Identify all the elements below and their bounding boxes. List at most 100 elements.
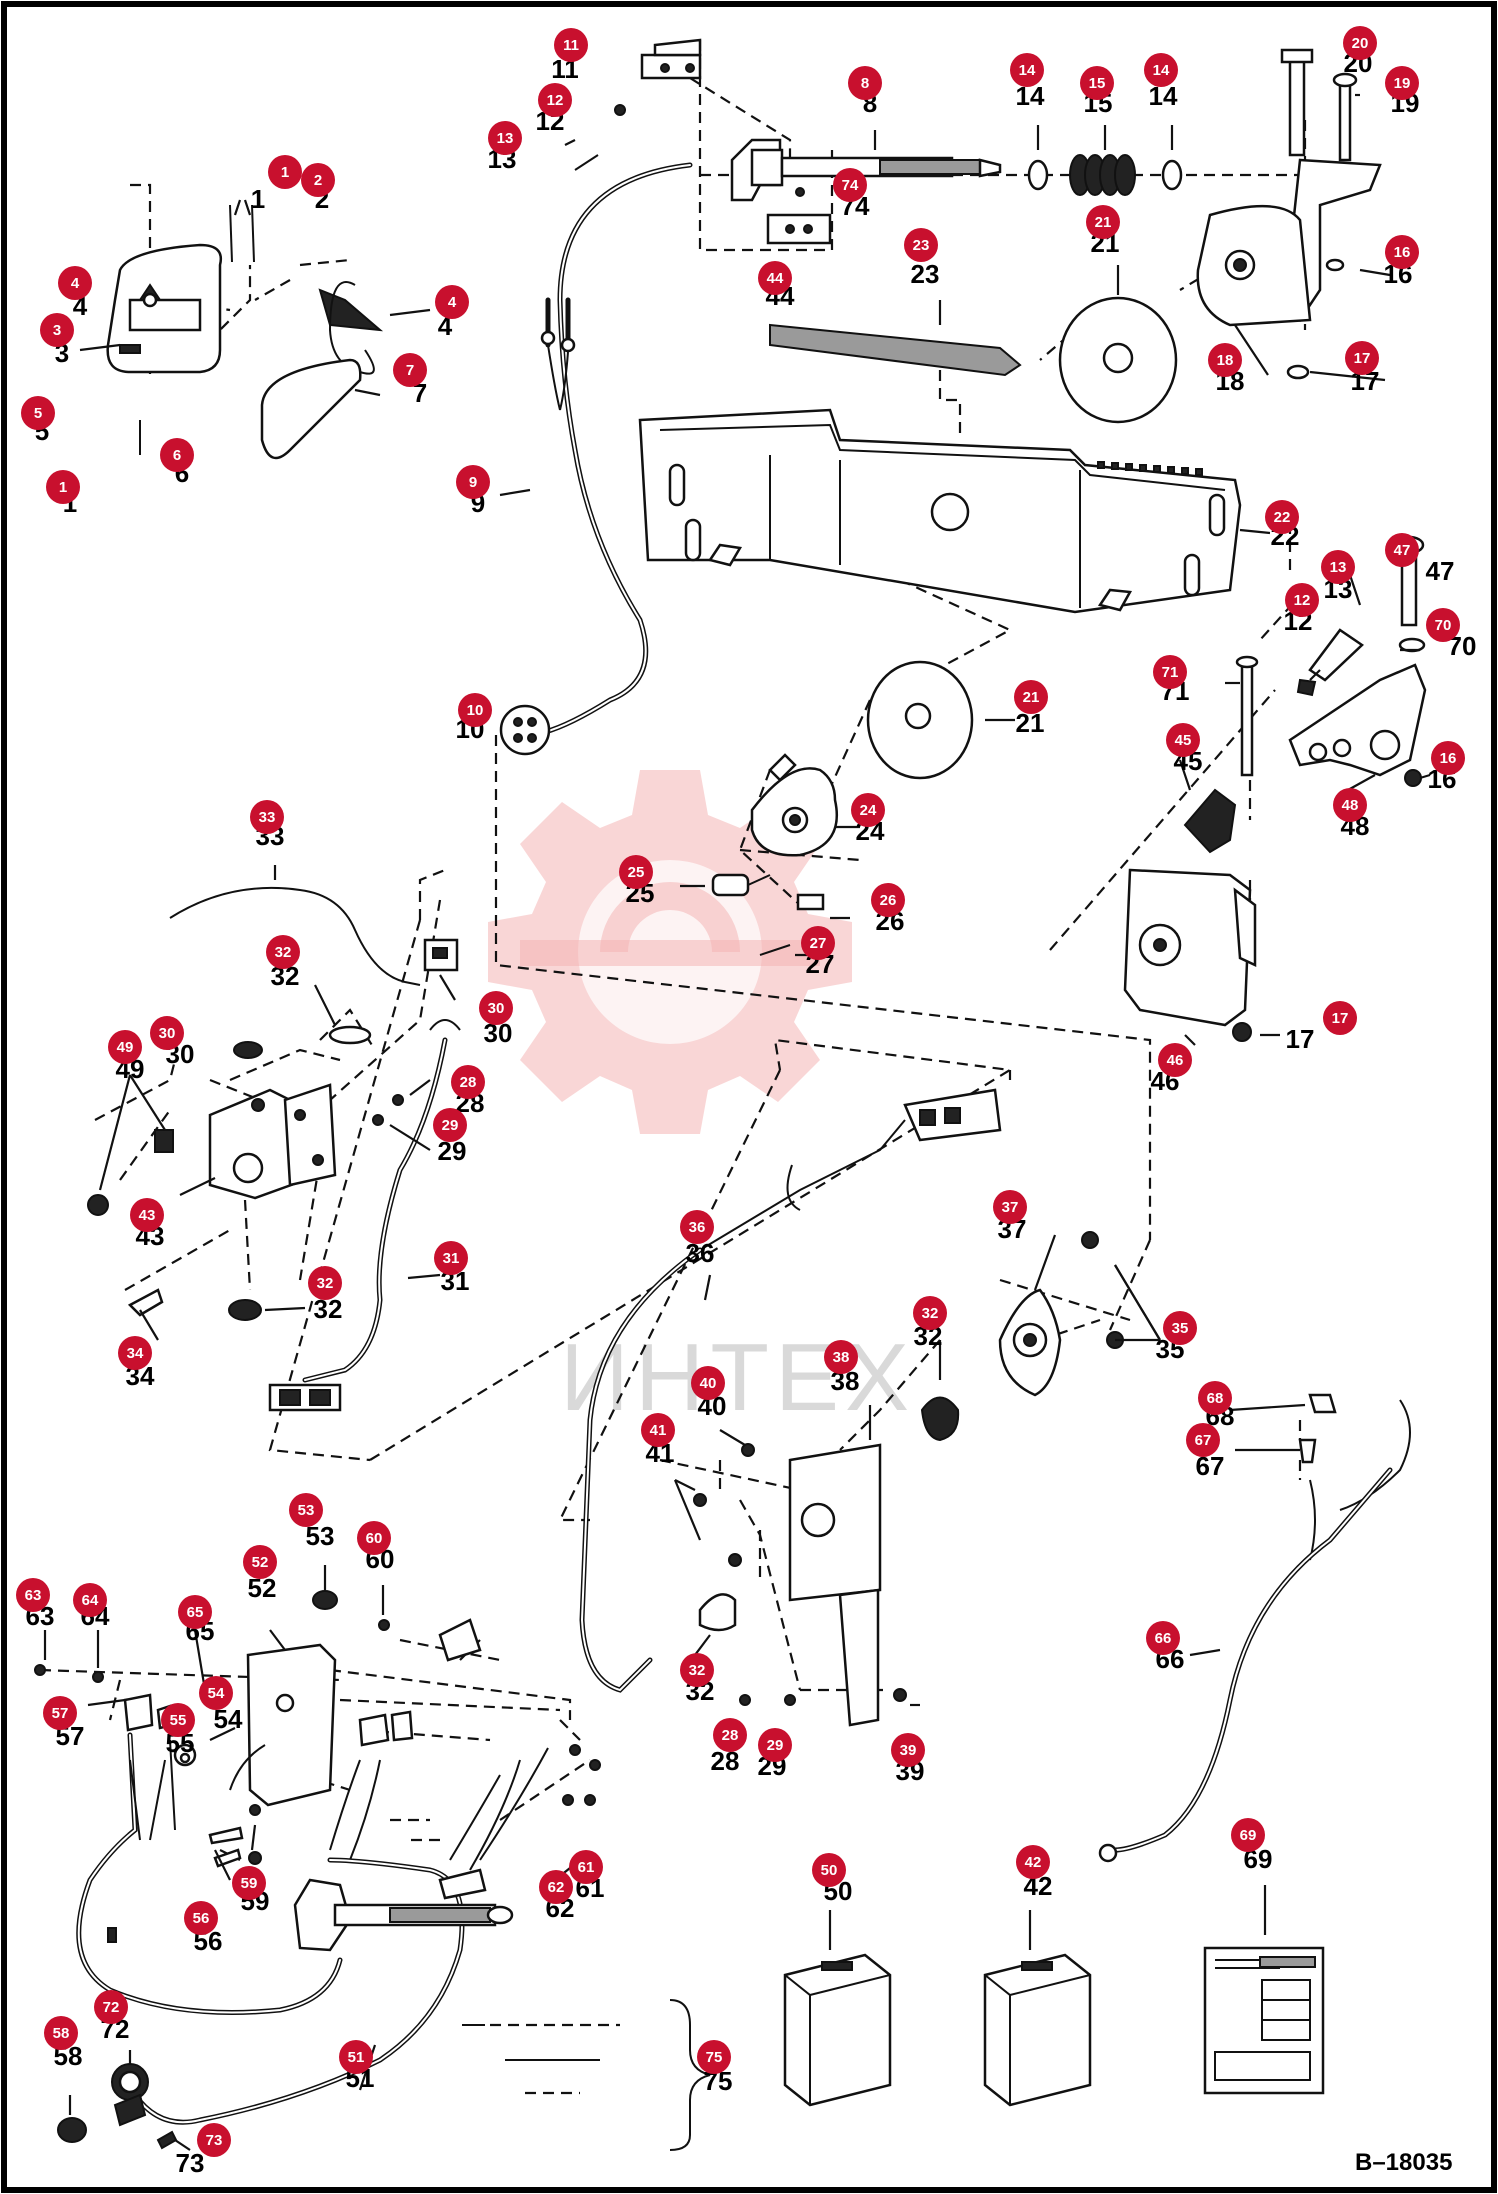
callout-badge-circle[interactable] xyxy=(130,1198,164,1232)
callout-badge-circle[interactable] xyxy=(539,1870,573,1904)
callout-badge-circle[interactable] xyxy=(913,1296,947,1330)
callout-badge-circle[interactable] xyxy=(243,1545,277,1579)
callout-badge-12[interactable]: 12 xyxy=(538,83,572,117)
callout-badge-circle[interactable] xyxy=(1198,1381,1232,1415)
callout-badge-circle[interactable] xyxy=(1144,53,1178,87)
callout-badge-68[interactable]: 68 xyxy=(1198,1381,1232,1415)
callout-badge-circle[interactable] xyxy=(641,1413,675,1447)
callout-badge-28[interactable]: 28 xyxy=(713,1718,747,1752)
callout-badge-16[interactable]: 16 xyxy=(1385,235,1419,269)
callout-badge-circle[interactable] xyxy=(43,1696,77,1730)
callout-badge-54[interactable]: 54 xyxy=(199,1676,233,1710)
callout-badge-circle[interactable] xyxy=(871,883,905,917)
callout-badge-22[interactable]: 22 xyxy=(1265,500,1299,534)
callout-badge-circle[interactable] xyxy=(301,163,335,197)
callout-badge-71[interactable]: 71 xyxy=(1153,655,1187,689)
callout-badge-5[interactable]: 5 xyxy=(21,396,55,430)
callout-badge-69[interactable]: 69 xyxy=(1231,1818,1265,1852)
callout-badge-circle[interactable] xyxy=(1431,741,1465,775)
callout-badge-75[interactable]: 75 xyxy=(697,2040,731,2074)
callout-badge-circle[interactable] xyxy=(1285,583,1319,617)
callout-badge-63[interactable]: 63 xyxy=(16,1578,50,1612)
callout-badge-12[interactable]: 12 xyxy=(1285,583,1319,617)
callout-badge-65[interactable]: 65 xyxy=(178,1595,212,1629)
callout-badge-circle[interactable] xyxy=(758,1728,792,1762)
callout-badge-10[interactable]: 10 xyxy=(458,693,492,727)
callout-badge-circle[interactable] xyxy=(1086,205,1120,239)
callout-badge-13[interactable]: 13 xyxy=(1321,550,1355,584)
callout-badge-circle[interactable] xyxy=(993,1190,1027,1224)
callout-badge-17[interactable]: 17 xyxy=(1345,341,1379,375)
callout-badge-9[interactable]: 9 xyxy=(456,465,490,499)
callout-badge-circle[interactable] xyxy=(456,465,490,499)
callout-badge-74[interactable]: 74 xyxy=(833,168,867,202)
callout-badge-29[interactable]: 29 xyxy=(758,1728,792,1762)
callout-badge-39[interactable]: 39 xyxy=(891,1733,925,1767)
callout-badge-circle[interactable] xyxy=(904,228,938,262)
callout-badge-11[interactable]: 11 xyxy=(554,28,588,62)
callout-badge-55[interactable]: 55 xyxy=(161,1703,195,1737)
callout-badge-64[interactable]: 64 xyxy=(73,1583,107,1617)
callout-badge-circle[interactable] xyxy=(891,1733,925,1767)
callout-badge-circle[interactable] xyxy=(619,855,653,889)
callout-badge-circle[interactable] xyxy=(339,2040,373,2074)
callout-badge-circle[interactable] xyxy=(458,693,492,727)
callout-badge-circle[interactable] xyxy=(433,1108,467,1142)
callout-badge-circle[interactable] xyxy=(848,66,882,100)
callout-badge-70[interactable]: 70 xyxy=(1426,608,1460,642)
callout-badge-42[interactable]: 42 xyxy=(1016,1845,1050,1879)
callout-badge-53[interactable]: 53 xyxy=(289,1493,323,1527)
callout-badge-circle[interactable] xyxy=(1186,1423,1220,1457)
callout-badge-circle[interactable] xyxy=(824,1340,858,1374)
callout-badge-circle[interactable] xyxy=(434,1241,468,1275)
callout-badge-7[interactable]: 7 xyxy=(393,353,427,387)
callout-badge-circle[interactable] xyxy=(1385,66,1419,100)
callout-badge-4[interactable]: 4 xyxy=(58,266,92,300)
callout-badge-44[interactable]: 44 xyxy=(758,261,792,295)
callout-badge-60[interactable]: 60 xyxy=(357,1521,391,1555)
callout-badge-57[interactable]: 57 xyxy=(43,1696,77,1730)
callout-badge-30[interactable]: 30 xyxy=(479,991,513,1025)
callout-badge-circle[interactable] xyxy=(812,1853,846,1887)
callout-badge-circle[interactable] xyxy=(118,1336,152,1370)
callout-badge-47[interactable]: 47 xyxy=(1385,533,1419,567)
callout-badge-19[interactable]: 19 xyxy=(1385,66,1419,100)
callout-badge-circle[interactable] xyxy=(44,2016,78,2050)
callout-badge-46[interactable]: 46 xyxy=(1158,1043,1192,1077)
callout-badge-circle[interactable] xyxy=(691,1366,725,1400)
callout-badge-50[interactable]: 50 xyxy=(812,1853,846,1887)
callout-badge-circle[interactable] xyxy=(266,935,300,969)
callout-badge-16[interactable]: 16 xyxy=(1431,741,1465,775)
callout-badge-38[interactable]: 38 xyxy=(824,1340,858,1374)
callout-badge-circle[interactable] xyxy=(1146,1621,1180,1655)
callout-badge-67[interactable]: 67 xyxy=(1186,1423,1220,1457)
callout-badge-52[interactable]: 52 xyxy=(243,1545,277,1579)
callout-badge-circle[interactable] xyxy=(1158,1043,1192,1077)
callout-badge-circle[interactable] xyxy=(58,266,92,300)
callout-badge-35[interactable]: 35 xyxy=(1163,1311,1197,1345)
callout-badge-15[interactable]: 15 xyxy=(1080,66,1114,100)
callout-badge-circle[interactable] xyxy=(435,285,469,319)
callout-badge-circle[interactable] xyxy=(1080,66,1114,100)
callout-badge-circle[interactable] xyxy=(680,1210,714,1244)
callout-badge-72[interactable]: 72 xyxy=(94,1990,128,2024)
callout-badge-circle[interactable] xyxy=(479,991,513,1025)
callout-badge-59[interactable]: 59 xyxy=(232,1866,266,1900)
callout-badge-circle[interactable] xyxy=(1010,53,1044,87)
callout-badge-circle[interactable] xyxy=(1231,1818,1265,1852)
callout-badge-circle[interactable] xyxy=(1265,500,1299,534)
callout-badge-23[interactable]: 23 xyxy=(904,228,938,262)
callout-badge-circle[interactable] xyxy=(569,1850,603,1884)
callout-badge-circle[interactable] xyxy=(713,1718,747,1752)
callout-badge-circle[interactable] xyxy=(554,28,588,62)
callout-badge-20[interactable]: 20 xyxy=(1343,26,1377,60)
callout-badge-21[interactable]: 21 xyxy=(1086,205,1120,239)
callout-badge-30[interactable]: 30 xyxy=(150,1016,184,1050)
callout-badge-circle[interactable] xyxy=(451,1065,485,1099)
callout-badge-circle[interactable] xyxy=(1153,655,1187,689)
callout-badge-circle[interactable] xyxy=(1166,723,1200,757)
callout-badge-circle[interactable] xyxy=(197,2123,231,2157)
callout-badge-circle[interactable] xyxy=(758,261,792,295)
callout-badge-48[interactable]: 48 xyxy=(1333,788,1367,822)
callout-badge-circle[interactable] xyxy=(184,1901,218,1935)
